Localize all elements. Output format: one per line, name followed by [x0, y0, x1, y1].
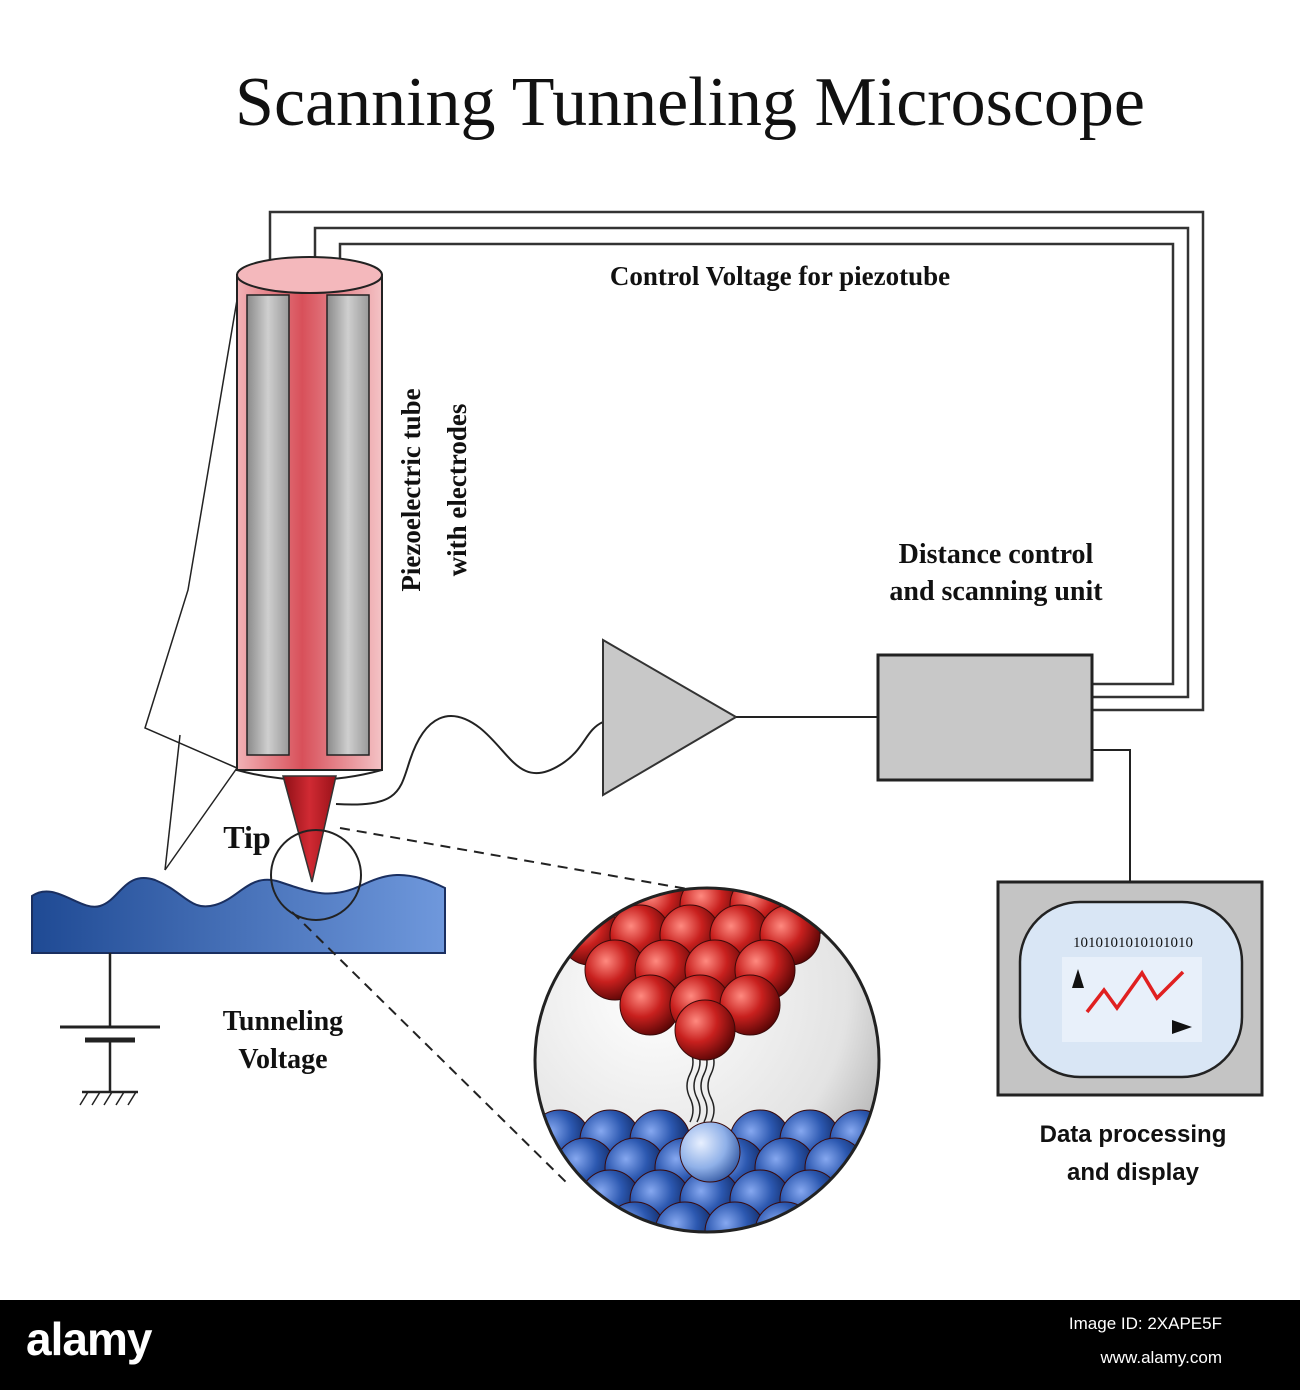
x-axis-arrow-icon — [1172, 1020, 1192, 1034]
watermark-bar — [0, 1300, 1300, 1390]
tip-atom — [674, 999, 736, 1061]
watermark-logo: alamy — [26, 1313, 152, 1365]
highlighted-substrate-atom — [679, 1121, 741, 1183]
stm-tip — [282, 775, 337, 883]
substrate-atom — [754, 1201, 816, 1232]
zoom-line-top — [339, 827, 734, 898]
distance-control-label-line2: and scanning unit — [889, 576, 1103, 607]
distance-control-label-line1: Distance control — [899, 539, 1094, 570]
watermark-image-id: Image ID: 2XAPE5F — [1068, 1314, 1222, 1333]
substrate-atom — [829, 1169, 879, 1231]
watermark-url: www.alamy.com — [1100, 1348, 1222, 1367]
display-wire — [1092, 749, 1131, 882]
electrode-right — [326, 294, 370, 756]
page-title: Scanning Tunneling Microscope — [235, 64, 1145, 141]
tunneling-current-line — [707, 1049, 715, 1123]
tunneling-current-line — [700, 1049, 708, 1123]
data-processing-label-line1: Data processing — [1040, 1121, 1227, 1148]
piezo-label-line2: with electrodes — [442, 404, 472, 577]
control-voltage-wires — [268, 210, 1205, 712]
graph-line — [1085, 969, 1185, 1014]
piezo-label: Piezoelectric tube with electrodes — [396, 388, 472, 591]
atomic-zoom-view — [533, 886, 881, 1234]
tube-mount-outline — [144, 299, 238, 871]
amplifier-triangle — [602, 638, 738, 797]
tunneling-voltage-label-line2: Voltage — [238, 1044, 327, 1075]
tunneling-voltage-circuit — [60, 953, 160, 1106]
tip-atom — [535, 888, 591, 936]
substrate-atom — [804, 1201, 866, 1232]
magnify-region-circle — [270, 829, 362, 921]
substrate-atom — [704, 1201, 766, 1232]
distance-control-unit — [876, 653, 1094, 782]
substrate-atom — [654, 1201, 716, 1232]
sample-surface — [31, 874, 446, 954]
y-axis-arrow-icon — [1072, 969, 1084, 988]
control-voltage-label: Control Voltage for piezotube — [610, 261, 950, 291]
tip-label: Tip — [223, 819, 270, 855]
tip-signal-wire — [335, 715, 604, 806]
tip-atom — [829, 888, 879, 936]
tunneling-voltage-label-line1: Tunneling — [223, 1006, 343, 1037]
tunneling-current-line — [693, 1049, 701, 1123]
substrate-atom — [554, 1201, 616, 1232]
data-processing-label-line2: and display — [1067, 1159, 1200, 1186]
piezoelectric-tube — [236, 256, 383, 781]
tunneling-current-line — [686, 1049, 694, 1123]
data-display: 1010101010101010 — [996, 880, 1264, 1097]
zoom-line-bottom — [291, 911, 571, 1187]
electrode-left — [246, 294, 290, 756]
piezo-label-line1: Piezoelectric tube — [396, 388, 426, 591]
binary-readout: 1010101010101010 — [1073, 935, 1193, 951]
substrate-atom — [604, 1201, 666, 1232]
